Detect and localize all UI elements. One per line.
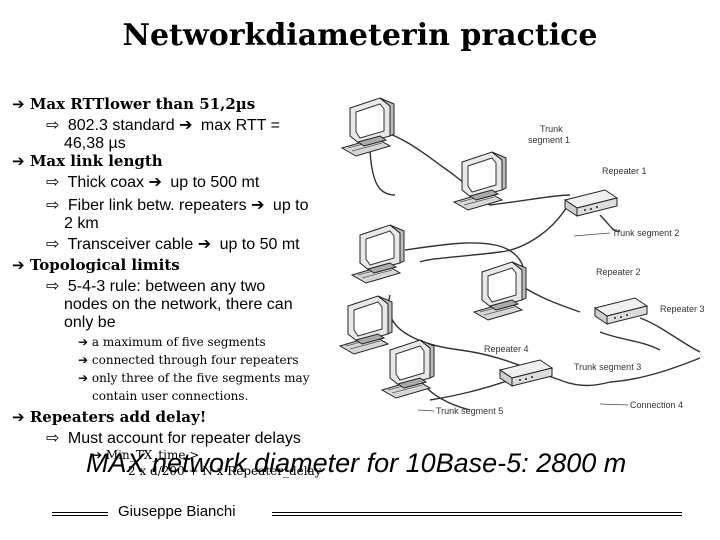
bullet-max-rtt: ➔ Max RTTlower than 51,2µs — [12, 95, 256, 113]
label-trunk-segment-1b: segment 1 — [528, 135, 570, 145]
l3-four-repeaters: ➔ connected through four repeaters — [78, 353, 299, 367]
l3-five-segments: ➔ a maximum of five segments — [78, 335, 266, 349]
slide-title: Networkdiameterin practice — [122, 18, 598, 53]
arrow-right-icon: ➔ — [78, 353, 89, 367]
arrow-right-icon: ➔ — [179, 115, 193, 134]
hollow-arrow-icon: ⇨ — [46, 195, 60, 214]
sub-bullet-repeater-delays: ⇨ Must account for repeater delays — [46, 428, 301, 448]
footer-rule-right — [272, 512, 682, 516]
label-trunk-segment-5: Trunk segment 5 — [436, 406, 503, 416]
hollow-arrow-icon: ⇨ — [46, 115, 60, 134]
label-trunk-segment-4: Connection 4 — [630, 400, 683, 410]
arrow-right-icon: ➔ — [12, 95, 25, 113]
label-repeater-3: Repeater 3 — [660, 304, 705, 314]
hollow-arrow-icon: ⇨ — [46, 276, 60, 295]
sub-bullet-thick-coax: ⇨ Thick coax ➔ up to 500 mt — [46, 172, 260, 192]
arrow-right-icon: ➔ — [92, 448, 103, 462]
bullet-max-link: ➔ Max link length — [12, 152, 163, 170]
sub-bullet-5-4-3-rule: ⇨ 5-4-3 rule: between any two nodes on t… — [46, 276, 293, 332]
arrow-right-icon: ➔ — [12, 256, 25, 274]
hollow-arrow-icon: ⇨ — [46, 172, 60, 191]
label-trunk-segment-3: Trunk segment 3 — [574, 362, 641, 372]
hollow-arrow-icon: ⇨ — [46, 428, 60, 447]
footer-author: Giuseppe Bianchi — [118, 503, 236, 520]
label-trunk-segment-2: Trunk segment 2 — [612, 228, 679, 238]
hollow-arrow-icon: ⇨ — [46, 234, 60, 253]
l3-three-segments: ➔ only three of the five segments may co… — [78, 371, 310, 403]
arrow-right-icon: ➔ — [148, 172, 162, 191]
bullet-repeaters-delay: ➔ Repeaters add delay! — [12, 408, 207, 426]
bullet-topological-limits: ➔ Topological limits — [12, 256, 180, 274]
arrow-right-icon: ➔ — [12, 408, 25, 426]
sub-bullet-802-3: ⇨ 802.3 standard ➔ max RTT = 46,38 µs — [46, 115, 280, 153]
arrow-right-icon: ➔ — [12, 152, 25, 170]
footer-rule-left — [52, 512, 108, 516]
arrow-right-icon: ➔ — [78, 335, 89, 349]
max-network-diameter: MAX network diameter for 10Base-5: 2800 … — [86, 448, 627, 478]
sub-bullet-transceiver: ⇨ Transceiver cable ➔ up to 50 mt — [46, 234, 300, 254]
l3-min-tx-time: ➔ Min_TX_time > 2 x d/200 + N x Repeater… — [92, 448, 322, 478]
arrow-right-icon: ➔ — [197, 234, 212, 253]
sub-bullet-fiber-link: ⇨ Fiber link betw. repeaters ➔ up to 2 k… — [46, 195, 309, 233]
label-repeater-4: Repeater 4 — [484, 344, 529, 354]
label-trunk-segment-1a: Trunk — [540, 124, 563, 134]
arrow-right-icon: ➔ — [78, 371, 89, 385]
label-repeater-2: Repeater 2 — [596, 267, 641, 277]
arrow-right-icon: ➔ — [251, 195, 265, 214]
label-repeater-1: Repeater 1 — [602, 166, 647, 176]
